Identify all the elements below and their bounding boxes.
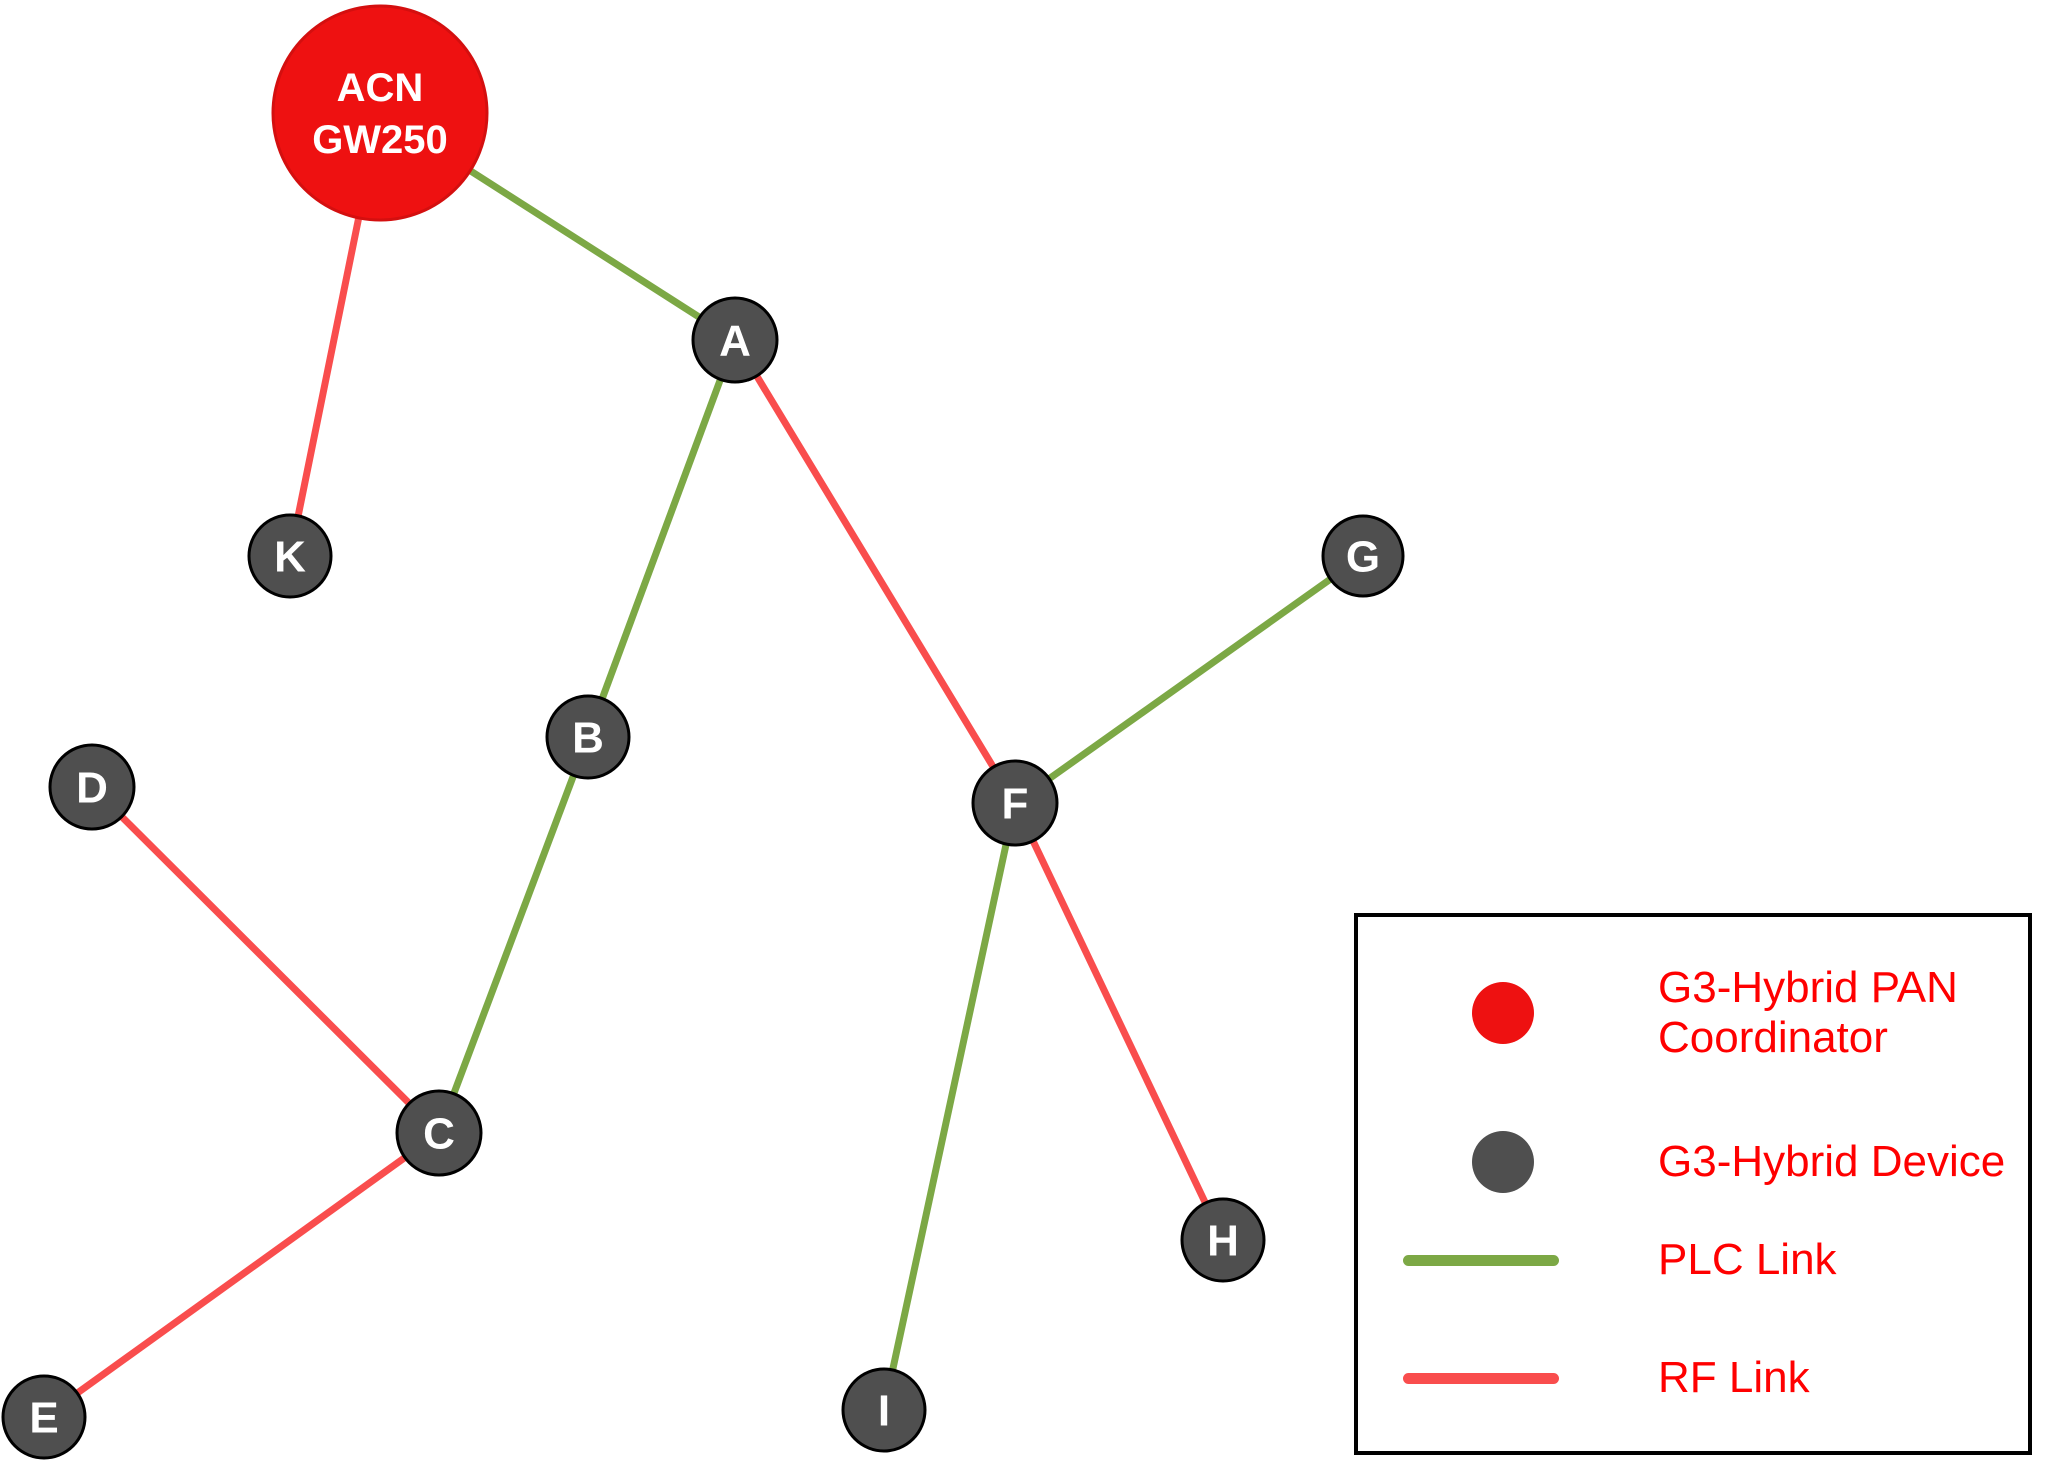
node-G-device <box>1321 514 1405 598</box>
legend-item-plc-link: PLC Link <box>1358 1230 2028 1290</box>
legend-label-plc-link: PLC Link <box>1658 1235 1837 1285</box>
legend-marker-cell <box>1403 1254 1608 1266</box>
node-C-device <box>395 1089 483 1177</box>
node-label-I: I <box>878 1386 890 1435</box>
node-E-device <box>1 1374 87 1460</box>
rf-link-C-D <box>89 784 442 1136</box>
rf-line-icon <box>1403 1372 1559 1384</box>
legend-label-line: G3-Hybrid PAN <box>1658 963 1958 1012</box>
node-label-G: G <box>1346 532 1380 581</box>
legend-label-device: G3-Hybrid Device <box>1658 1137 2005 1187</box>
node-D-device <box>48 743 136 831</box>
node-label-A: A <box>719 316 751 365</box>
node-label-B: B <box>572 713 604 762</box>
plc-link-F-I <box>880 802 1019 1411</box>
node-F-device <box>971 759 1059 847</box>
node-K-device <box>247 513 333 599</box>
legend-marker-cell <box>1403 1131 1608 1193</box>
legend-item-device: G3-Hybrid Device <box>1358 1112 2028 1212</box>
plc-link-A-B <box>584 338 739 739</box>
node-label-D: D <box>76 763 108 812</box>
node-A-device <box>691 296 779 384</box>
plc-link-B-C <box>435 735 592 1135</box>
rf-link-F-H <box>1011 801 1227 1242</box>
device-circle-icon <box>1472 1131 1534 1193</box>
node-label-H: H <box>1207 1216 1239 1265</box>
coordinator-circle-icon <box>1472 982 1534 1044</box>
plc-link-F-G <box>1012 553 1366 806</box>
node-label-F: F <box>1002 779 1029 828</box>
legend: G3-Hybrid PAN Coordinator G3-Hybrid Devi… <box>1354 913 2032 1455</box>
node-H-device <box>1180 1197 1266 1283</box>
legend-label-line: Coordinator <box>1658 1013 1888 1062</box>
node-label-C: C <box>423 1109 455 1158</box>
node-label-K: K <box>274 532 306 581</box>
legend-marker-cell <box>1403 1372 1608 1384</box>
node-label-E: E <box>29 1393 58 1442</box>
legend-marker-cell <box>1403 982 1608 1044</box>
legend-label-rf-link: RF Link <box>1658 1353 1810 1403</box>
node-I-device <box>841 1367 927 1453</box>
legend-label-line: PLC Link <box>1658 1235 1837 1284</box>
node-ACN-GW250-coordinator <box>271 4 489 222</box>
legend-label-line: G3-Hybrid Device <box>1658 1137 2006 1186</box>
rf-link-C-E <box>41 1130 442 1420</box>
legend-item-pan-coordinator: G3-Hybrid PAN Coordinator <box>1358 943 2028 1083</box>
rf-link-A-F <box>732 338 1018 805</box>
legend-label-line: RF Link <box>1658 1353 1810 1402</box>
legend-item-rf-link: RF Link <box>1358 1348 2028 1408</box>
legend-label-pan-coordinator: G3-Hybrid PAN Coordinator <box>1658 963 1958 1063</box>
plc-line-icon <box>1403 1254 1559 1266</box>
node-B-device <box>545 694 631 780</box>
